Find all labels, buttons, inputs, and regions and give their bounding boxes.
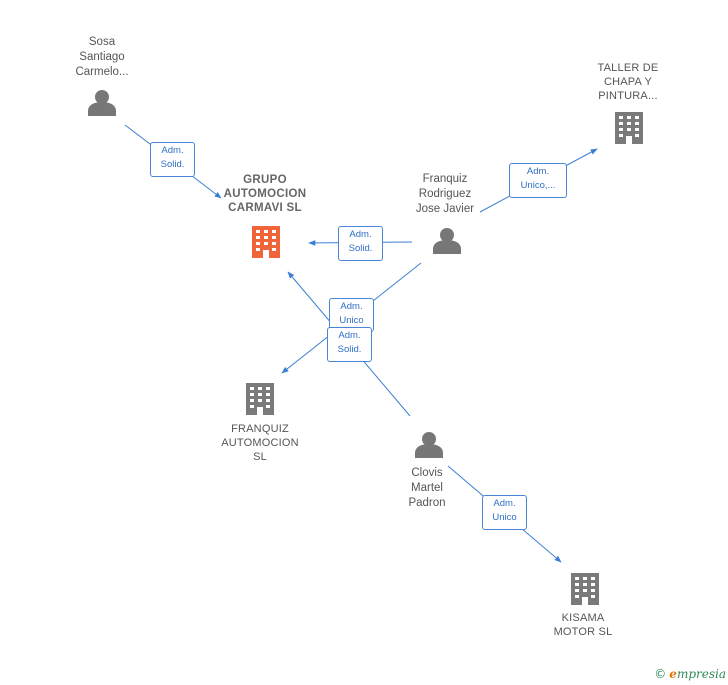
edge-label-franquiz-taller: Adm. Unico,... bbox=[509, 163, 567, 198]
node-label-sosa[interactable]: Sosa Santiago Carmelo... bbox=[75, 36, 129, 78]
node-label-franquiz-sl[interactable]: FRANQUIZ AUTOMOCION SL bbox=[221, 423, 299, 463]
edge-label-franquiz-franquizsl: Adm. Unico bbox=[329, 298, 374, 332]
building-icon bbox=[246, 383, 274, 415]
node-label-franquiz-person[interactable]: Franquiz Rodriguez Jose Javier bbox=[415, 173, 475, 215]
node-label-clovis[interactable]: Clovis Martel Padron bbox=[408, 467, 446, 509]
building-icon bbox=[252, 226, 280, 258]
building-icon bbox=[571, 573, 599, 605]
person-icon bbox=[88, 90, 116, 116]
node-label-kisama[interactable]: KISAMA MOTOR SL bbox=[553, 612, 613, 638]
person-icon bbox=[433, 228, 461, 254]
person-icon bbox=[415, 432, 443, 458]
edge-label-franquiz-grupo: Adm. Solid. bbox=[338, 226, 383, 261]
edge-label-clovis-kisama: Adm. Unico bbox=[482, 495, 527, 530]
building-icon bbox=[615, 112, 643, 144]
node-label-grupo[interactable]: GRUPO AUTOMOCION CARMAVI SL bbox=[223, 174, 307, 214]
logo-letter-e: e bbox=[669, 667, 677, 681]
empresia-logo: ©empresia bbox=[654, 667, 726, 681]
logo-text: mpresia bbox=[676, 667, 726, 681]
copyright-symbol: © bbox=[654, 667, 667, 681]
node-label-taller[interactable]: TALLER DE CHAPA Y PINTURA... bbox=[597, 62, 659, 102]
edge-label-sosa-grupo: Adm. Solid. bbox=[150, 142, 195, 177]
edge-label-clovis-grupo: Adm. Solid. bbox=[327, 327, 372, 362]
